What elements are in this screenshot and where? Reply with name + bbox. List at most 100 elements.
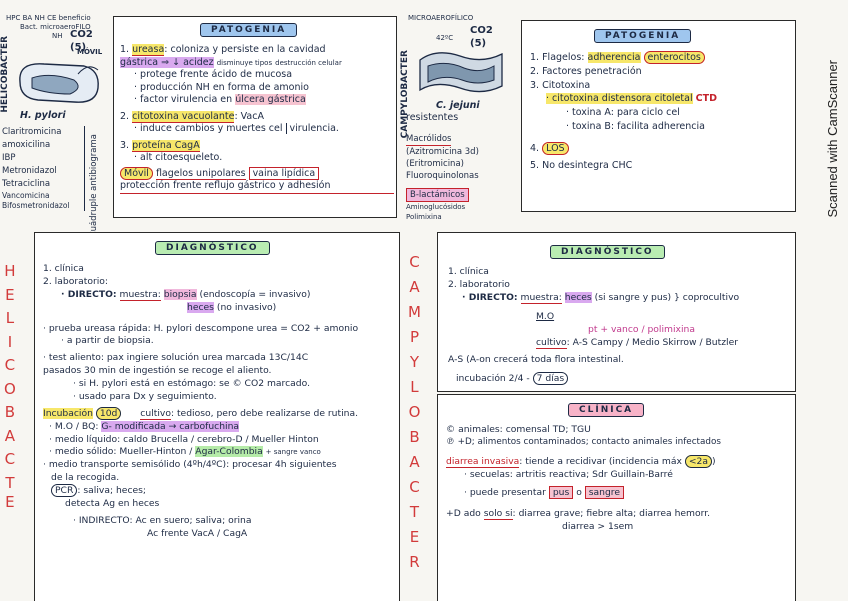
clin-campy-title: CLÍNICA [568, 403, 645, 417]
campy-drug-item: Polimixina [406, 213, 442, 221]
side-letter: A [409, 453, 420, 471]
pat-helico-card: PATOGENIA 1. ureasa: coloniza y persiste… [113, 16, 397, 218]
diag-helico-line: 2. laboratorio: [43, 275, 108, 287]
side-letter: Y [409, 353, 420, 371]
side-letter: A [4, 426, 16, 445]
pat-campy-title: PATOGENIA [594, 29, 692, 43]
diag-helico-line: PCR: saliva; heces; [43, 484, 395, 498]
diag-helico-line: heces (no invasivo) [187, 301, 277, 313]
diag-campy-line: pt + vanco / polimixina [588, 324, 695, 336]
campy-drug-item: Macrólidos [406, 134, 452, 146]
helico-vertical-letters: H E L I C O B A C T E [4, 260, 16, 511]
helico-vertical-label: Cuádruple antibiograma [89, 134, 99, 238]
diag-helico-line: · INDIRECTO: Ac en suero; saliva; orina [73, 514, 252, 526]
pat-helico-line: · factor virulencia en úlcera gástrica [134, 94, 306, 106]
pat-helico-line: · producción NH en forma de amonio [134, 81, 309, 93]
pat-helico-title: PATOGENIA [200, 23, 298, 37]
campy-vertical-letters: C A M P Y L O B A C T E R [408, 250, 421, 575]
pat-campy-line: 2. Factores penetración [530, 65, 642, 77]
clin-campy-line: © animales: comensal TD; TGU [446, 424, 591, 435]
helico-drug-item: Metronidazol [2, 166, 57, 176]
side-letter: B [4, 403, 16, 421]
scanner-watermark: Scanned with CamScanner [825, 60, 840, 218]
side-letter: B [409, 428, 420, 446]
side-letter: P [409, 328, 419, 346]
campy-card: MICROAEROFÍLICO CO2 (5) 42ºC CAMPYLOBACT… [400, 14, 510, 222]
side-letter: C [409, 478, 420, 496]
helico-drug-item: amoxicilina [2, 140, 51, 150]
diag-helico-card: DIAGNÓSTICO 1. clínica 2. laboratorio: ·… [34, 232, 400, 601]
diag-helico-line: · si H. pylori está en estómago: se © CO… [73, 378, 311, 389]
pat-helico-line: 3. proteína CagA [120, 139, 200, 152]
diag-campy-line: cultivo: A-S Campy / Medio Skirrow / But… [536, 337, 739, 350]
diag-helico-line: · medio sólido: Mueller-Hinton / Agar-Co… [49, 446, 321, 458]
diag-helico-line: de la recogida. [51, 472, 120, 484]
diag-helico-line: detecta Ag en heces [65, 497, 160, 509]
clin-campy-line: ℗ +D; alimentos contaminados; contacto a… [446, 437, 721, 448]
side-letter: C [409, 253, 420, 271]
pat-helico-line: 2. citotoxina vacuolante: VacA [120, 110, 264, 123]
side-letter: A [409, 278, 420, 296]
diag-campy-line: M.O [536, 311, 555, 323]
side-letter: T [409, 503, 420, 521]
helico-motile-label: MÓVIL [77, 48, 103, 56]
clin-campy-body: © animales: comensal TD; TGU ℗ +D; alime… [446, 423, 792, 534]
pat-campy-line: 5. No desintegra CHC [530, 160, 633, 172]
pat-helico-line: · protege frente ácido de mucosa [134, 69, 293, 81]
side-letter: O [4, 379, 16, 398]
side-letter: O [408, 403, 421, 421]
helico-drug-item: Vancomicina [2, 191, 50, 200]
side-letter: C [4, 450, 16, 468]
diag-campy-line: A-S (A-on crecerá toda flora intestinal. [448, 354, 624, 366]
campy-subtitle: resistentes [406, 112, 459, 123]
pat-helico-body: 1. ureasa: coloniza y persiste en la cav… [120, 44, 394, 194]
pat-campy-line: 1. Flagelos: adherencia enterocitos [530, 51, 792, 65]
helico-drug-item: Bifosmetronidazol [2, 201, 70, 210]
campy-card-top-line-1: MICROAEROFÍLICO [408, 14, 474, 22]
side-letter: L [410, 378, 419, 396]
campy-organism-name: C. jejuni [436, 100, 480, 111]
campy-drug-item: (Azitromicina 3d) [406, 147, 479, 157]
pat-campy-body: 1. Flagelos: adherencia enterocitos 2. F… [530, 51, 792, 173]
pat-campy-line: · toxina A: para ciclo cel [566, 107, 680, 119]
helico-drug-item: Claritromicina [2, 127, 62, 137]
clin-campy-line: · puede presentar pus o sangre [446, 485, 792, 499]
side-letter: H [4, 262, 16, 280]
diag-helico-line: 1. clínica [43, 263, 84, 274]
helico-side-label: HELICOBACTER [0, 36, 10, 113]
pat-campy-line: 3. Citotoxina [530, 79, 591, 91]
side-letter: C [4, 356, 16, 374]
diag-helico-line: Incubación 10d cultivo: tedioso, pero de… [43, 406, 359, 420]
pat-helico-line: · induce cambios y muertes cel virulenci… [134, 123, 339, 135]
diag-helico-line: · usado para Dx y seguimiento. [73, 390, 217, 402]
campy-sketch-icon [419, 52, 503, 93]
diag-campy-body: 1. clínica 2. laboratorio · DIRECTO: mue… [448, 265, 792, 386]
campy-drug-item: Fluoroquinolonas [406, 171, 479, 181]
campy-drug-list: Macrólidos (Azitromicina 3d) (Eritromici… [406, 126, 506, 222]
pat-helico-line: protección frente reflujo gástrico y adh… [120, 180, 394, 194]
helico-drug-list: Claritromicina amoxicilina IBP Metronida… [2, 126, 85, 211]
diag-helico-line: · M.O / BQ: G- modificada → carbofuchina [49, 420, 240, 432]
helico-sketch-icon [19, 63, 99, 103]
diag-helico-line: pasados 30 min de ingestión se recoge el… [43, 365, 272, 377]
helico-organism-name: H. pylori [20, 110, 66, 121]
diag-helico-line: · DIRECTO: muestra: biopsia (endoscopía … [61, 288, 311, 301]
pat-helico-line: gástrica ⇒ ↓ acidez disminuye tipos dest… [120, 56, 342, 68]
side-letter: I [7, 332, 13, 351]
diag-helico-line: · prueba ureasa rápida: H. pylori descom… [43, 322, 359, 334]
side-letter: R [409, 553, 420, 571]
helico-card: HPC BA NH CE beneficio Bact. microaeroFI… [0, 14, 110, 237]
diag-campy-line: 1. clínica [448, 266, 489, 277]
campy-drug-item: (Eritromicina) [406, 159, 464, 169]
side-letter: L [5, 309, 15, 327]
diag-helico-line: · a partir de biopsia. [61, 335, 154, 347]
pat-campy-line: · citotoxina distensora citoletal CTD [546, 93, 717, 105]
diag-helico-line: · medio transporte semisólido (4ºh/4ºC):… [43, 459, 337, 471]
diag-campy-card: DIAGNÓSTICO 1. clínica 2. laboratorio · … [437, 232, 796, 392]
pat-helico-line: Móvil flagelos unipolares vaina lipídica [120, 166, 394, 181]
helico-card-top-line-1: HPC BA NH CE beneficio [6, 14, 91, 22]
diag-helico-body: 1. clínica 2. laboratorio: · DIRECTO: mu… [43, 263, 395, 541]
clin-campy-line: diarrea > 1sem [562, 521, 634, 533]
pat-campy-card: PATOGENIA 1. Flagelos: adherencia entero… [521, 20, 796, 212]
side-letter: E [5, 493, 15, 511]
